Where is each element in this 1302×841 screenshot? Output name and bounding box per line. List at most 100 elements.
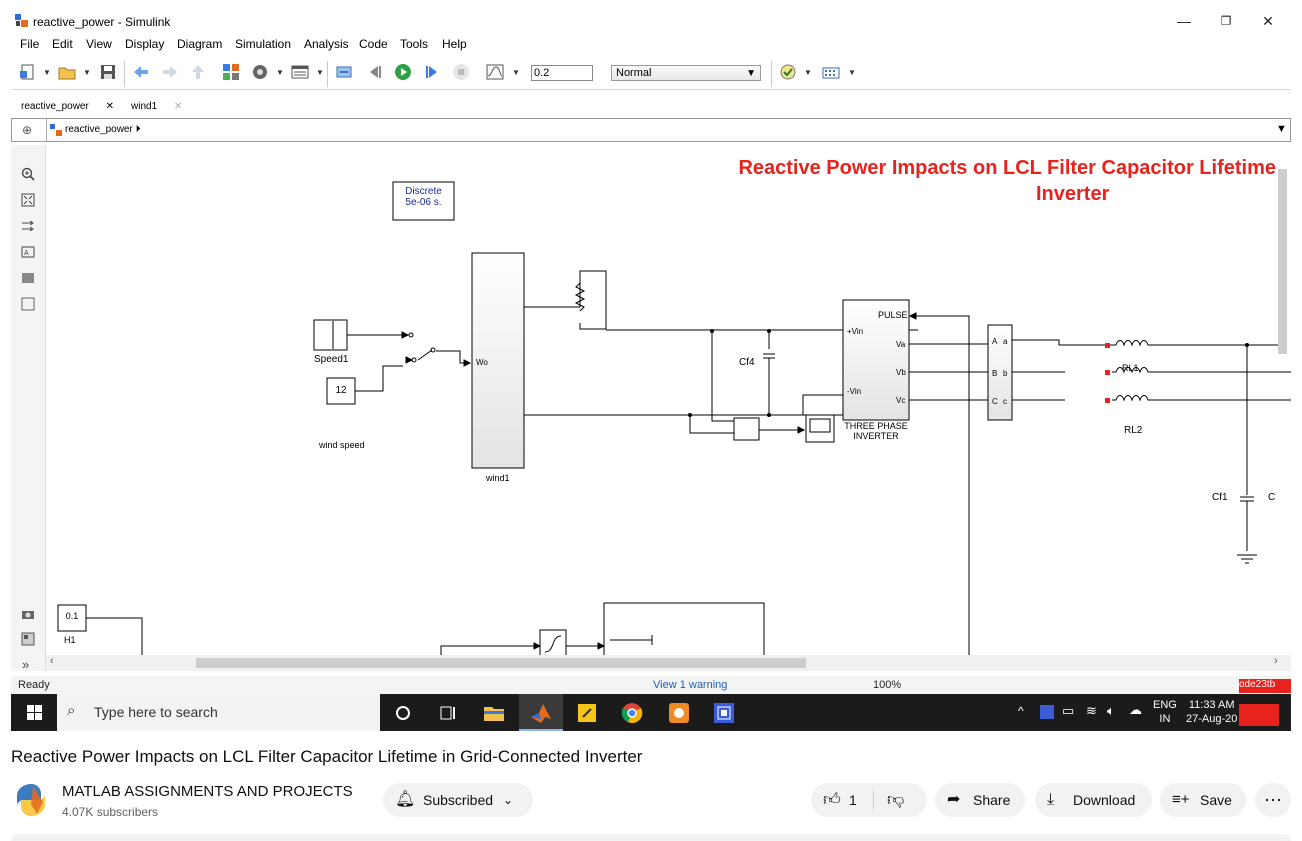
settings-dropdown-icon[interactable]: ▼ (276, 68, 284, 77)
clock[interactable]: 11:33 AM 27-Aug-20 (1186, 698, 1237, 726)
diagram-canvas[interactable]: Reactive Power Impacts on LCL Filter Cap… (46, 145, 1291, 655)
menu-view[interactable]: View (86, 37, 112, 51)
scope-signal-icon[interactable] (486, 63, 504, 81)
taskbar-search-box[interactable]: ⌕ Type here to search (57, 694, 380, 731)
menu-help[interactable]: Help (442, 37, 467, 51)
bell-icon: 🔔︎ (395, 791, 416, 808)
route-lines-icon[interactable] (21, 219, 35, 233)
settings-gear-icon[interactable] (251, 63, 269, 81)
windows-start-icon[interactable] (27, 705, 42, 720)
chrome-icon[interactable] (620, 701, 644, 725)
channel-name[interactable]: MATLAB ASSIGNMENTS AND PROJECTS (62, 783, 353, 800)
new-dropdown-icon[interactable]: ▼ (43, 68, 51, 77)
subscribed-label: Subscribed (423, 792, 494, 808)
meas-port-c-out: c (1003, 397, 1007, 406)
fit-to-view-icon[interactable] (21, 193, 35, 207)
sticky-notes-icon[interactable] (575, 701, 599, 725)
update-diagram-icon[interactable] (335, 63, 353, 81)
annotation-icon[interactable]: A (21, 245, 35, 259)
cortana-icon[interactable] (391, 701, 415, 725)
scroll-right-icon[interactable]: › (1274, 655, 1278, 667)
menu-code[interactable]: Code (359, 37, 388, 51)
warning-link[interactable]: View 1 warning (653, 679, 728, 691)
new-model-icon[interactable] (19, 63, 37, 81)
download-button[interactable]: ⤓ Download (1035, 783, 1152, 817)
scope-dropdown-icon[interactable]: ▼ (512, 68, 520, 77)
notification-icon[interactable] (1239, 704, 1279, 726)
dislike-button[interactable]: 👎︎ (887, 783, 904, 817)
advisor-dropdown-icon[interactable]: ▼ (804, 68, 812, 77)
forward-arrow-icon[interactable] (161, 63, 179, 81)
breadcrumb[interactable]: reactive_power ⏵ (65, 124, 141, 135)
share-button[interactable]: ➦ Share (935, 783, 1025, 817)
volume-icon[interactable]: 🔈︎ (1107, 703, 1115, 718)
tab-reactive-power[interactable]: reactive_power ✕ (15, 98, 120, 117)
solver-indicator[interactable]: ode23tb (1239, 679, 1291, 693)
menu-tools[interactable]: Tools (400, 37, 429, 51)
run-icon[interactable] (394, 63, 412, 81)
expand-chevron-icon[interactable]: » (22, 657, 30, 672)
matlab-taskbar-button[interactable] (519, 694, 563, 731)
save-playlist-icon: ≡+ (1172, 791, 1190, 808)
onedrive-icon[interactable]: ☁ (1129, 702, 1142, 717)
hide-browser-icon[interactable]: ⊕ (22, 123, 33, 137)
file-explorer-icon[interactable] (482, 701, 506, 725)
image-icon[interactable] (21, 271, 35, 285)
recorder-app-icon[interactable] (667, 701, 691, 725)
like-button[interactable]: 👍︎ (823, 783, 841, 817)
capacitor-partial-label: C (1268, 492, 1276, 503)
area-icon[interactable] (21, 297, 35, 311)
constant-block-value: 12 (335, 385, 347, 396)
battery-icon[interactable]: ▭ (1062, 703, 1075, 718)
language-indicator[interactable]: ENG IN (1153, 698, 1177, 726)
build-dropdown-icon[interactable]: ▼ (848, 68, 856, 77)
up-arrow-icon[interactable] (189, 63, 207, 81)
remote-app-icon[interactable] (712, 701, 736, 725)
save-button[interactable]: ≡+ Save (1160, 783, 1246, 817)
task-view-icon[interactable] (436, 701, 460, 725)
camera-icon[interactable] (21, 607, 35, 621)
vertical-scrollbar-thumb[interactable] (1278, 169, 1287, 354)
model-explorer-icon[interactable] (291, 63, 309, 81)
menu-display[interactable]: Display (125, 37, 165, 51)
tab-close-icon[interactable]: ✕ (173, 101, 183, 112)
stop-icon[interactable] (452, 63, 470, 81)
subscribed-button[interactable]: 🔔︎ Subscribed ⌄ (383, 783, 533, 817)
menu-edit[interactable]: Edit (52, 37, 73, 51)
menu-simulation[interactable]: Simulation (235, 37, 292, 51)
horizontal-scrollbar-thumb[interactable] (196, 658, 806, 668)
scroll-left-icon[interactable]: ‹ (50, 655, 54, 667)
stop-time-input[interactable]: 0.2 (531, 65, 593, 81)
back-arrow-icon[interactable] (132, 63, 150, 81)
restore-button[interactable]: ❐ (1220, 14, 1232, 28)
tab-close-icon[interactable]: ✕ (105, 101, 114, 112)
open-dropdown-icon[interactable]: ▼ (83, 68, 91, 77)
wifi-icon[interactable]: ≋ (1086, 703, 1097, 718)
horizontal-scrollbar[interactable]: ‹ › (46, 655, 1291, 671)
open-folder-icon[interactable] (58, 63, 76, 81)
menu-diagram[interactable]: Diagram (177, 37, 223, 51)
model-advisor-icon[interactable] (779, 63, 797, 81)
simulation-mode-select[interactable]: Normal▼ (611, 65, 761, 81)
simulation-mode-value: Normal (616, 67, 652, 79)
address-dropdown-icon[interactable]: ▼ (1276, 123, 1287, 135)
close-button[interactable]: ✕ (1262, 13, 1274, 29)
tab-wind1[interactable]: wind1 ✕ (125, 98, 188, 117)
minimize-button[interactable]: — (1177, 13, 1191, 29)
menu-analysis[interactable]: Analysis (304, 37, 349, 51)
security-tray-icon[interactable] (1040, 705, 1054, 719)
library-browser-icon[interactable] (222, 63, 240, 81)
model-browser-icon[interactable] (21, 632, 35, 646)
zoom-in-icon[interactable] (21, 167, 35, 181)
menu-file[interactable]: File (20, 37, 40, 51)
powergui-block[interactable]: Discrete 5e-06 s. (393, 186, 454, 208)
explorer-dropdown-icon[interactable]: ▼ (316, 68, 324, 77)
show-hidden-icons-chevron[interactable]: ^ (1018, 704, 1024, 718)
step-back-icon[interactable] (366, 63, 384, 81)
more-actions-button[interactable]: ⋯ (1255, 783, 1291, 817)
build-model-icon[interactable] (822, 63, 840, 81)
breadcrumb-model[interactable]: reactive_power (65, 124, 133, 135)
channel-avatar[interactable] (11, 780, 51, 820)
step-forward-icon[interactable] (423, 63, 441, 81)
save-icon[interactable] (99, 63, 117, 81)
